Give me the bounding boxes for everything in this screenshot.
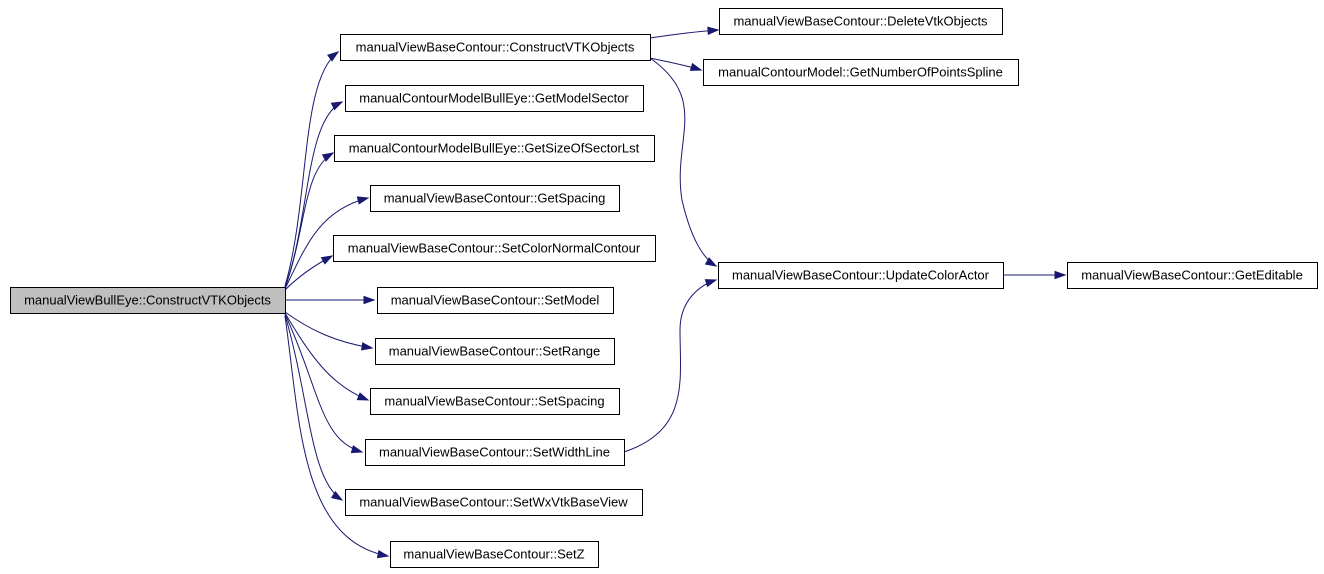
node-label: manualViewBaseContour::SetRange bbox=[389, 344, 601, 359]
node-label: manualViewBaseContour::GetSpacing bbox=[384, 191, 606, 206]
node-n14[interactable]: manualViewBaseContour::UpdateColorActor bbox=[718, 262, 1004, 289]
edge-n9-to-n14 bbox=[623, 279, 718, 453]
node-n13[interactable]: manualContourModel::GetNumberOfPointsSpl… bbox=[703, 59, 1019, 86]
node-label: manualContourModel::GetNumberOfPointsSpl… bbox=[718, 65, 1003, 80]
edge-root-to-n7 bbox=[284, 311, 374, 351]
node-label: manualViewBaseContour::SetZ bbox=[403, 547, 584, 562]
arrowhead bbox=[330, 490, 344, 501]
edge-root-to-n9 bbox=[284, 313, 364, 454]
edge-root-to-n1 bbox=[284, 51, 340, 287]
edge-line bbox=[284, 315, 389, 557]
node-box[interactable] bbox=[703, 59, 1019, 86]
node-root[interactable]: manualViewBullEye::ConstructVTKObjects bbox=[10, 287, 286, 314]
node-box[interactable] bbox=[370, 388, 620, 415]
edge-root-to-n5 bbox=[284, 255, 334, 291]
arrowhead bbox=[376, 550, 390, 559]
edge-line bbox=[284, 312, 369, 401]
node-n4[interactable]: manualViewBaseContour::GetSpacing bbox=[370, 185, 620, 212]
node-box[interactable] bbox=[345, 489, 643, 516]
node-n12[interactable]: manualViewBaseContour::DeleteVtkObjects bbox=[719, 8, 1003, 35]
arrowhead bbox=[350, 445, 364, 454]
nodes-layer: manualViewBullEye::ConstructVTKObjectsma… bbox=[10, 8, 1318, 568]
edge-line bbox=[284, 311, 373, 349]
arrowhead bbox=[321, 152, 335, 162]
node-n5[interactable]: manualViewBaseContour::SetColorNormalCon… bbox=[333, 235, 656, 262]
arrowhead bbox=[704, 257, 718, 267]
edge-n1-to-n13 bbox=[649, 57, 703, 71]
node-box[interactable] bbox=[1067, 262, 1318, 289]
edge-n14-to-n15 bbox=[1003, 270, 1067, 280]
arrowhead bbox=[360, 342, 374, 351]
node-box[interactable] bbox=[333, 235, 656, 262]
arrowhead bbox=[356, 196, 370, 205]
node-label: manualViewBaseContour::SetModel bbox=[391, 293, 600, 308]
arrowhead bbox=[1054, 270, 1067, 280]
edge-root-to-n10 bbox=[284, 314, 344, 501]
arrowhead bbox=[320, 255, 334, 265]
node-n11[interactable]: manualViewBaseContour::SetZ bbox=[390, 541, 599, 568]
arrowhead bbox=[356, 392, 370, 401]
arrowhead bbox=[689, 62, 703, 71]
node-n2[interactable]: manualContourModelBullEye::GetModelSecto… bbox=[345, 85, 644, 112]
edge-n1-to-n14 bbox=[649, 57, 718, 267]
arrowhead bbox=[707, 26, 720, 35]
node-box[interactable] bbox=[718, 262, 1004, 289]
edge-line bbox=[284, 314, 343, 501]
node-box[interactable] bbox=[334, 135, 655, 162]
node-label: manualViewBaseContour::GetEditable bbox=[1081, 268, 1303, 283]
node-box[interactable] bbox=[10, 287, 286, 314]
edge-line bbox=[284, 197, 369, 290]
arrowhead bbox=[330, 101, 344, 111]
node-box[interactable] bbox=[719, 8, 1003, 35]
node-label: manualViewBullEye::ConstructVTKObjects bbox=[24, 293, 271, 308]
node-n6[interactable]: manualViewBaseContour::SetModel bbox=[377, 287, 614, 314]
node-label: manualContourModelBullEye::GetSizeOfSect… bbox=[349, 141, 640, 156]
node-box[interactable] bbox=[390, 541, 599, 568]
node-box[interactable] bbox=[375, 338, 615, 365]
edge-root-to-n6 bbox=[286, 295, 376, 305]
arrowhead bbox=[327, 51, 340, 62]
node-n15[interactable]: manualViewBaseContour::GetEditable bbox=[1067, 262, 1318, 289]
edge-root-to-n8 bbox=[284, 312, 370, 401]
edge-n1-to-n12 bbox=[649, 26, 720, 39]
node-label: manualViewBaseContour::UpdateColorActor bbox=[732, 268, 990, 283]
node-label: manualViewBaseContour::SetWidthLine bbox=[379, 445, 610, 460]
node-label: manualViewBaseContour::ConstructVTKObjec… bbox=[356, 40, 635, 55]
edge-root-to-n3 bbox=[284, 152, 335, 289]
node-label: manualViewBaseContour::SetColorNormalCon… bbox=[348, 241, 641, 256]
node-box[interactable] bbox=[340, 34, 651, 61]
node-n7[interactable]: manualViewBaseContour::SetRange bbox=[375, 338, 615, 365]
arrowhead bbox=[704, 279, 718, 288]
node-n8[interactable]: manualViewBaseContour::SetSpacing bbox=[370, 388, 620, 415]
node-label: manualViewBaseContour::SetSpacing bbox=[384, 394, 604, 409]
edge-line bbox=[623, 279, 717, 453]
node-box[interactable] bbox=[377, 287, 614, 314]
node-label: manualViewBaseContour::SetWxVtkBaseView bbox=[359, 495, 628, 510]
edge-line bbox=[284, 51, 339, 287]
node-label: manualViewBaseContour::DeleteVtkObjects bbox=[733, 14, 988, 29]
edges-layer bbox=[284, 26, 1067, 559]
node-box[interactable] bbox=[345, 85, 644, 112]
node-box[interactable] bbox=[365, 439, 625, 466]
node-box[interactable] bbox=[370, 185, 620, 212]
edge-line bbox=[284, 313, 363, 453]
node-n9[interactable]: manualViewBaseContour::SetWidthLine bbox=[365, 439, 625, 466]
node-n3[interactable]: manualContourModelBullEye::GetSizeOfSect… bbox=[334, 135, 655, 162]
edge-root-to-n11 bbox=[284, 315, 390, 559]
node-n10[interactable]: manualViewBaseContour::SetWxVtkBaseView bbox=[345, 489, 643, 516]
node-label: manualContourModelBullEye::GetModelSecto… bbox=[359, 91, 629, 106]
edge-line bbox=[284, 152, 334, 289]
edge-line bbox=[649, 57, 717, 267]
edge-root-to-n4 bbox=[284, 196, 370, 290]
node-n1[interactable]: manualViewBaseContour::ConstructVTKObjec… bbox=[340, 34, 651, 61]
arrowhead bbox=[363, 295, 376, 305]
